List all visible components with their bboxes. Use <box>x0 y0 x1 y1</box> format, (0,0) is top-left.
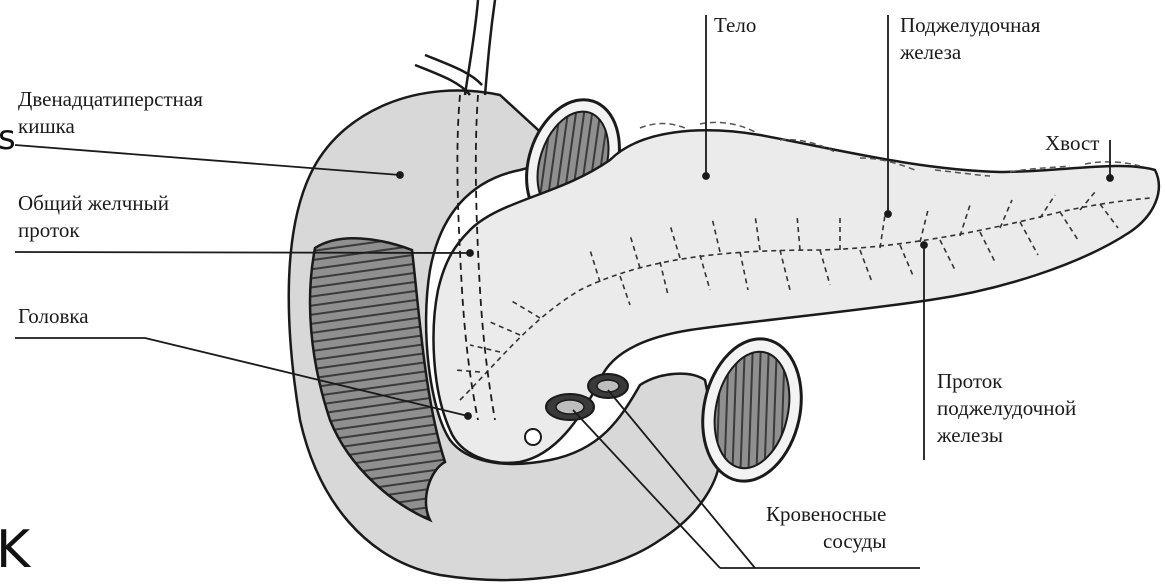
label-pancreas: Поджелудочная железа <box>900 12 1040 66</box>
label-tail: Хвост <box>1045 130 1099 157</box>
label-pancreatic-duct: Проток поджелудочной железы <box>937 368 1076 449</box>
label-pancreatic-duct-line3: железы <box>937 422 1076 449</box>
label-blood-vessels-line2: сосуды <box>737 528 886 555</box>
label-pancreatic-duct-line2: поджелудочной <box>937 395 1076 422</box>
label-duodenum-line2: кишка <box>18 113 203 140</box>
label-body: Тело <box>714 12 756 39</box>
label-blood-vessels: Кровеносные сосуды <box>737 501 886 555</box>
label-head: Головка <box>18 303 89 330</box>
edge-artifact-s: s <box>0 118 16 158</box>
label-common-bile-duct-line1: Общий желчный <box>18 190 169 217</box>
label-pancreas-line2: железа <box>900 39 1040 66</box>
label-duodenum-line1: Двенадцатиперстная <box>18 86 203 113</box>
label-common-bile-duct-line2: проток <box>18 217 169 244</box>
label-duodenum: Двенадцатиперстная кишка <box>18 86 203 140</box>
label-pancreas-line1: Поджелудочная <box>900 12 1040 39</box>
label-common-bile-duct: Общий желчный проток <box>18 190 169 244</box>
label-blood-vessels-line1: Кровеносные <box>737 501 886 528</box>
edge-artifact-k: K <box>0 520 30 580</box>
label-pancreatic-duct-line1: Проток <box>937 368 1076 395</box>
